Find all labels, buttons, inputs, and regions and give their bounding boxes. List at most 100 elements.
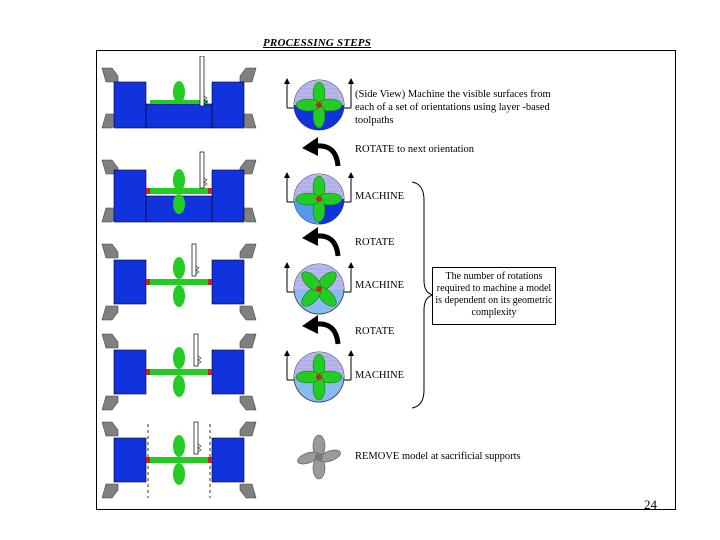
stock-block-base: [145, 103, 213, 129]
support-left: [146, 369, 150, 375]
stage-3-side-view: [98, 240, 260, 326]
cutting-tool-icon: [193, 421, 199, 455]
step-machine-intro: (Side View) Machine the visible surfaces…: [355, 89, 551, 126]
support-right: [208, 188, 212, 194]
rotate-arrow-icon: [296, 226, 344, 260]
stock-block-left: [113, 81, 147, 129]
step-machine-3: MACHINE: [355, 280, 404, 291]
tool-arrow-right: [348, 78, 354, 84]
support-center: [316, 286, 322, 292]
tool-arrow-right: [348, 172, 354, 178]
clamp-left-top: [101, 67, 119, 83]
rotate-arrow-shaft: [315, 233, 341, 257]
model-arm: [146, 279, 212, 285]
sphere-view-2: [284, 166, 354, 228]
tool-arrow-right: [348, 262, 354, 268]
rotate-arrow-head: [302, 315, 318, 334]
rotate-arrow-icon: [296, 136, 344, 170]
page-title: PROCESSING STEPS: [263, 37, 372, 49]
rotation-note: The number of rotations required to mach…: [432, 267, 556, 325]
tool-arrow-left: [284, 172, 290, 178]
clamp-left-top: [101, 421, 119, 437]
stage-1-side-view: [98, 56, 260, 142]
step-remove: REMOVE model at sacrificial supports: [355, 451, 521, 462]
model-lobe-top: [173, 169, 185, 191]
support-right: [208, 279, 212, 285]
rotate-arrow-shaft: [315, 321, 341, 345]
stock-block-right: [211, 259, 245, 305]
model-lobe-bottom: [173, 463, 185, 485]
tool-flute: [195, 265, 200, 275]
clamp-left-top: [101, 333, 119, 349]
step-machine-2: MACHINE: [355, 191, 404, 202]
tool-arrow-left: [284, 262, 290, 268]
tool-flute: [197, 355, 202, 365]
stock-block-left: [113, 437, 147, 483]
support-left: [146, 188, 150, 194]
stock-quadrant: [319, 199, 344, 224]
finished-part-icon: [296, 434, 342, 480]
stock-block-left: [113, 259, 147, 305]
clamp-left-bottom: [101, 305, 119, 321]
tool-arrow-right: [348, 350, 354, 356]
model-arm: [146, 457, 212, 463]
support-center: [316, 196, 322, 202]
cutting-tool-icon: [199, 56, 205, 107]
part-hub: [315, 453, 323, 461]
page-number: 24: [644, 497, 657, 512]
sphere-view-4: [284, 344, 354, 406]
stock-quadrant-light: [294, 199, 319, 224]
support-center: [316, 374, 322, 380]
model-lobe-top: [173, 257, 185, 279]
clamp-right-top: [239, 421, 257, 437]
stock-block-right: [211, 349, 245, 395]
step-machine-4: MACHINE: [355, 370, 404, 381]
model-lobe-bottom: [173, 285, 185, 307]
model-lobe-top: [173, 81, 185, 103]
tool-flute: [197, 443, 202, 453]
model-lobe-bottom: [173, 194, 185, 214]
support-left: [146, 457, 150, 463]
clamp-left-bottom: [101, 395, 119, 411]
rotate-arrow-icon: [296, 314, 344, 348]
diagram-frame: [96, 50, 676, 510]
tool-arrow-left: [284, 78, 290, 84]
clamp-right-top: [239, 67, 257, 83]
clamp-right-top: [239, 333, 257, 349]
support-right: [208, 457, 212, 463]
clamp-left-bottom: [101, 483, 119, 499]
stock-block-left: [113, 349, 147, 395]
cutting-tool-icon: [191, 243, 197, 277]
step-rotate-3: ROTATE: [355, 326, 395, 337]
cutting-tool-icon: [193, 333, 199, 367]
clamp-right-bottom: [239, 305, 257, 321]
support-right: [208, 369, 212, 375]
tool-flute: [203, 177, 208, 187]
tool-arrow-left: [284, 350, 290, 356]
stock-block-right: [211, 169, 245, 223]
model-lobe-top: [173, 347, 185, 369]
stock-block-left: [113, 169, 147, 223]
support-left: [146, 279, 150, 285]
stage-5-side-view: [98, 418, 260, 504]
stage-4-side-view: [98, 330, 260, 416]
clamp-right-bottom: [239, 483, 257, 499]
clamp-right-top: [239, 243, 257, 259]
model-lobe-bottom: [173, 375, 185, 397]
cutting-tool-icon: [199, 151, 205, 189]
clamp-right-bottom: [239, 395, 257, 411]
step-rotate-2: ROTATE: [355, 237, 395, 248]
step-rotate-first: ROTATE to next orientation: [355, 144, 475, 155]
sphere-view-3: [284, 256, 354, 318]
rotate-arrow-head: [302, 227, 318, 246]
stock-block-right: [211, 81, 245, 129]
support-center: [316, 102, 322, 108]
rotate-arrow-head: [302, 137, 318, 156]
model-arm: [146, 369, 212, 375]
stage-2-side-view: [98, 150, 260, 236]
rotate-arrow-shaft: [315, 143, 341, 167]
tool-flute: [203, 95, 208, 105]
model-lobe-top: [173, 435, 185, 457]
stock-block-right: [211, 437, 245, 483]
sphere-view-1: [284, 72, 354, 134]
